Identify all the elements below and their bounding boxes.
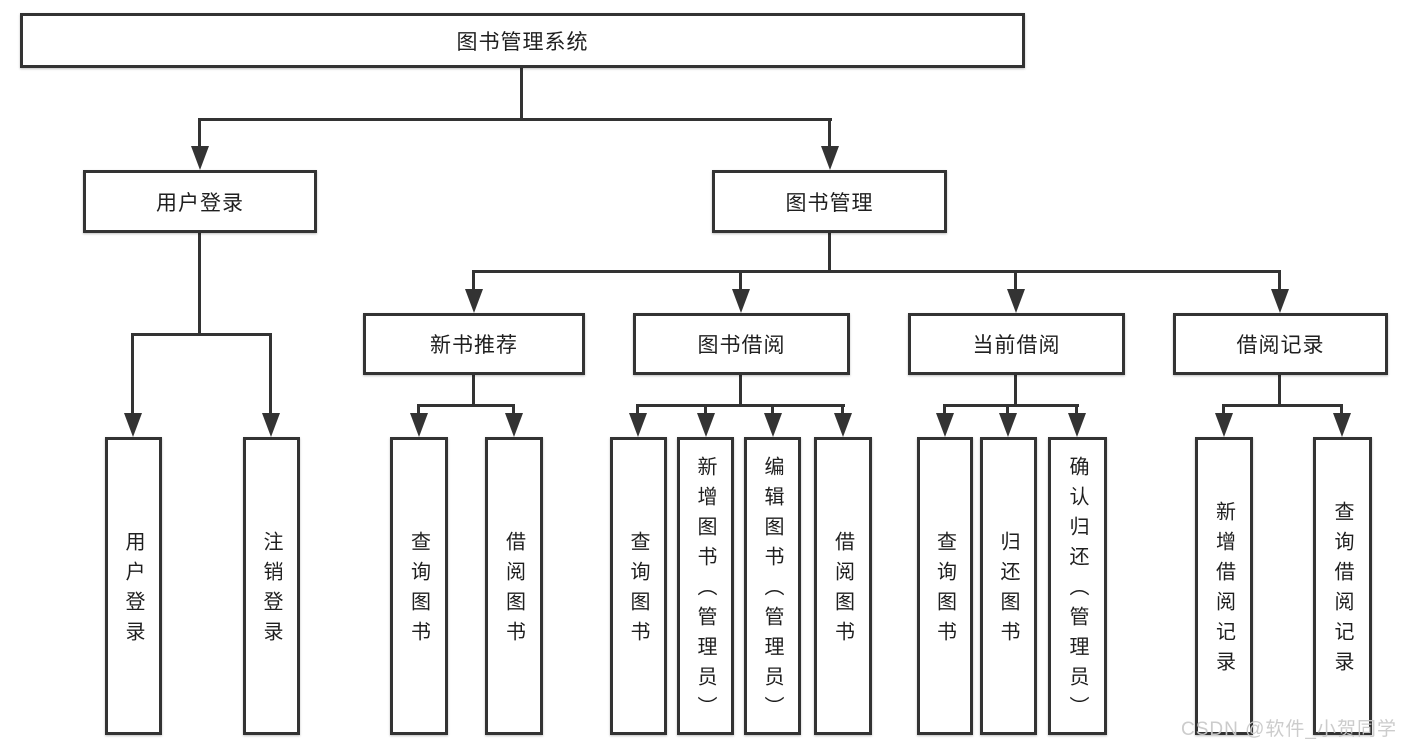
leaf-borrow-query-books: 查询图书 <box>610 437 667 735</box>
leaf-borrow-edit-books-admin: 编辑图书（管理员） <box>744 437 801 735</box>
connector-cb-query-drop <box>943 404 946 415</box>
leaf-logout-label: 注销登录 <box>260 531 282 651</box>
node-root: 图书管理系统 <box>20 13 1025 68</box>
leaf-newbook-borrow-books: 借阅图书 <box>485 437 543 735</box>
connector-bb-add-drop <box>704 404 707 415</box>
arrowhead-bookborrow <box>732 289 750 313</box>
node-current-borrow: 当前借阅 <box>908 313 1125 375</box>
arrowhead-bb-edit <box>764 413 782 437</box>
connector-borrowrecord-rail <box>1222 404 1343 407</box>
leaf-borrow-edit-books-admin-label: 编辑图书（管理员） <box>761 456 783 726</box>
leaf-user-login-label: 用户登录 <box>122 531 144 651</box>
connector-nb-query-drop <box>417 404 420 415</box>
leaf-borrow-borrow-books: 借阅图书 <box>814 437 872 735</box>
connector-bb-borrow-drop <box>841 404 844 415</box>
arrowhead-br-add <box>1215 413 1233 437</box>
arrowhead-cb-confirm <box>1068 413 1086 437</box>
arrowhead-currentborrow <box>1007 289 1025 313</box>
leaf-user-login: 用户登录 <box>105 437 162 735</box>
connector-userlogin-drop <box>198 118 201 150</box>
connector-bookmgmt-drop <box>828 118 831 150</box>
node-borrow-record-label: 借阅记录 <box>1236 334 1325 357</box>
arrowhead-br-query <box>1333 413 1351 437</box>
connector-cb-return-drop <box>1006 404 1009 415</box>
arrowhead-cb-return <box>999 413 1017 437</box>
connector-userlogin-rail <box>131 333 272 336</box>
node-user-login: 用户登录 <box>83 170 317 233</box>
arrowhead-bookmgmt <box>821 146 839 170</box>
connector-newbook-stem <box>472 373 475 406</box>
connector-bb-query-drop <box>636 404 639 415</box>
node-current-borrow-label: 当前借阅 <box>972 334 1061 357</box>
arrowhead-borrowrecord <box>1271 289 1289 313</box>
node-book-borrow: 图书借阅 <box>633 313 850 375</box>
leaf-borrow-borrow-books-label: 借阅图书 <box>831 531 854 651</box>
arrowhead-cb-query <box>936 413 954 437</box>
connector-currentborrow-stem <box>1014 373 1017 406</box>
connector-level2-rail <box>198 118 832 121</box>
leaf-borrow-query-books-label: 查询图书 <box>627 531 649 651</box>
leaf-record-query-label: 查询借阅记录 <box>1331 501 1353 681</box>
arrowhead-bb-add <box>697 413 715 437</box>
node-book-management-label: 图书管理 <box>785 191 874 215</box>
watermark: CSDN @软件_小贺同学 <box>1181 719 1397 740</box>
arrowhead-bb-borrow <box>834 413 852 437</box>
connector-bookborrow-rail <box>636 404 845 407</box>
arrowhead-logout <box>262 413 280 437</box>
leaf-newbook-query-books-label: 查询图书 <box>407 531 430 651</box>
leaf-newbook-borrow-books-label: 借阅图书 <box>502 531 525 651</box>
leaf-record-query: 查询借阅记录 <box>1313 437 1372 735</box>
connector-newbook-rail <box>417 404 515 407</box>
connector-bookmgmt-stem <box>828 231 831 272</box>
connector-logout-drop <box>269 333 272 415</box>
connector-userlogin-stem <box>198 231 201 335</box>
connector-currentborrow-rail <box>943 404 1079 407</box>
node-root-label: 图书管理系统 <box>456 30 589 54</box>
arrowhead-login <box>124 413 142 437</box>
connector-bb-edit-drop <box>771 404 774 415</box>
node-user-login-label: 用户登录 <box>156 191 244 215</box>
leaf-record-add-label: 新增借阅记录 <box>1212 501 1235 681</box>
connector-br-query-drop <box>1340 404 1343 415</box>
node-new-book-recommend: 新书推荐 <box>363 313 585 375</box>
leaf-current-query-books-label: 查询图书 <box>933 531 956 651</box>
connector-bookborrow-drop <box>739 270 742 292</box>
connector-root-stem <box>520 66 523 120</box>
leaf-borrow-add-books-admin-label: 新增图书（管理员） <box>694 456 716 726</box>
node-book-management: 图书管理 <box>712 170 947 233</box>
arrowhead-newbook <box>465 289 483 313</box>
node-borrow-record: 借阅记录 <box>1173 313 1388 375</box>
leaf-logout: 注销登录 <box>243 437 300 735</box>
leaf-borrow-add-books-admin: 新增图书（管理员） <box>677 437 734 735</box>
connector-borrowrecord-drop <box>1278 270 1281 292</box>
connector-newbook-drop <box>472 270 475 292</box>
connector-cb-confirm-drop <box>1075 404 1078 415</box>
connector-nb-borrow-drop <box>512 404 515 415</box>
arrowhead-bb-query <box>629 413 647 437</box>
leaf-current-confirm-return-admin: 确认归还（管理员） <box>1048 437 1107 735</box>
connector-bookborrow-stem <box>739 373 742 406</box>
connector-login-drop <box>131 333 134 415</box>
connector-br-add-drop <box>1222 404 1225 415</box>
connector-currentborrow-drop <box>1014 270 1017 292</box>
connector-borrowrecord-stem <box>1278 373 1281 406</box>
node-new-book-recommend-label: 新书推荐 <box>430 334 518 357</box>
leaf-current-query-books: 查询图书 <box>917 437 973 735</box>
node-book-borrow-label: 图书借阅 <box>697 334 786 357</box>
leaf-current-confirm-return-admin-label: 确认归还（管理员） <box>1066 456 1088 726</box>
leaf-current-return-books: 归还图书 <box>980 437 1037 735</box>
arrowhead-userlogin <box>191 146 209 170</box>
arrowhead-nb-query <box>410 413 428 437</box>
leaf-current-return-books-label: 归还图书 <box>997 531 1019 651</box>
leaf-record-add: 新增借阅记录 <box>1195 437 1253 735</box>
leaf-newbook-query-books: 查询图书 <box>390 437 448 735</box>
arrowhead-nb-borrow <box>505 413 523 437</box>
connector-level3-rail <box>472 270 1281 273</box>
